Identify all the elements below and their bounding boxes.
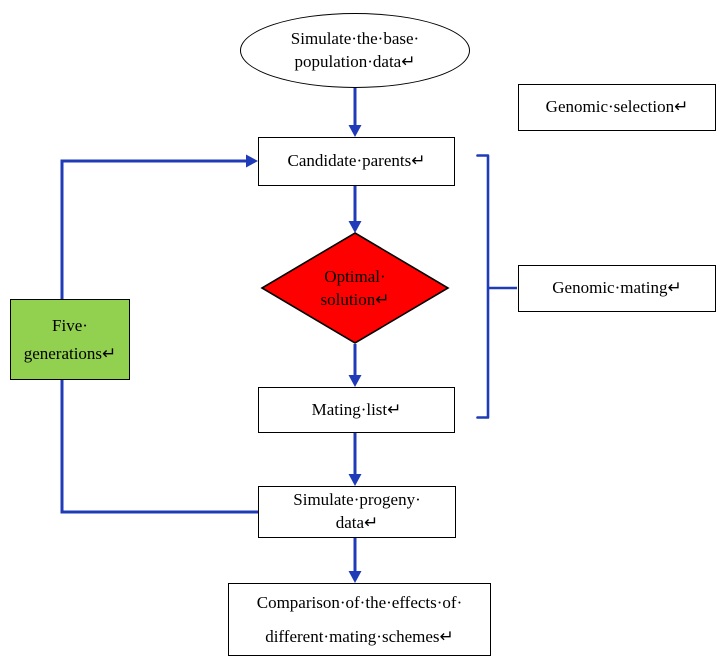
node-text: data↵: [335, 513, 379, 532]
node-simulate-base-population: Simulate·the·base· population·data↵: [240, 13, 470, 88]
node-text: Optimal·: [324, 267, 386, 287]
node-text: Comparison·of·the·effects·of·: [256, 593, 463, 613]
node-text: Mating·list↵: [311, 399, 402, 419]
node-text: solution↵: [320, 289, 390, 309]
node-mating-list: Mating·list↵: [258, 387, 455, 433]
node-text: population·data↵: [294, 51, 416, 71]
node-text: Simulate·the·base·: [290, 28, 420, 48]
node-text: Five·: [52, 316, 88, 336]
arrowhead-progeny-to-comparison: [348, 571, 362, 583]
node-genomic-mating: Genomic·mating↵: [518, 265, 716, 312]
arrowhead-optimal-to-mating: [348, 375, 362, 387]
node-text: Genomic·mating↵: [552, 278, 682, 298]
arrowhead-start-to-candidate: [348, 125, 362, 137]
arrowhead-candidate-to-optimal: [348, 221, 362, 233]
arrowhead-loop-to-candidate: [246, 154, 258, 168]
node-text: Genomic·selection↵: [545, 97, 689, 117]
optimal-solution-diamond: [260, 232, 450, 344]
arrowhead-mating-to-progeny: [348, 474, 362, 486]
node-five-generations: Five· generations↵: [10, 299, 130, 380]
node-optimal-solution-label: Optimal· solution↵: [280, 262, 430, 315]
node-candidate-parents: Candidate·parents↵: [258, 137, 455, 186]
grouping-bracket: [476, 154, 490, 419]
node-text: Simulate·progeny·: [293, 490, 421, 510]
node-genomic-selection: Genomic·selection↵: [518, 84, 716, 131]
node-simulate-progeny-data: Simulate·progeny· data↵: [258, 486, 456, 538]
node-text: Candidate·parents↵: [287, 151, 426, 171]
node-text: generations↵: [23, 343, 117, 363]
node-text: different·mating·schemes↵: [265, 626, 454, 646]
node-comparison: Comparison·of·the·effects·of· different·…: [228, 583, 491, 656]
